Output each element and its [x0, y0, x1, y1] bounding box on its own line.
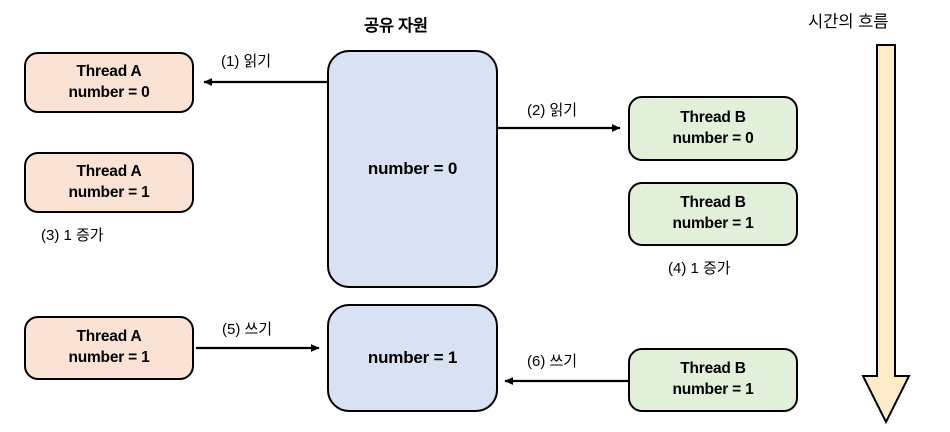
box-thread-a-write-line1: Thread A — [76, 328, 142, 346]
shared-top-value: number = 0 — [367, 158, 458, 178]
box-shared-resource-bottom[interactable]: number = 1 — [327, 304, 498, 412]
box-thread-a-read[interactable]: Thread A number = 0 — [24, 52, 194, 113]
box-thread-a-increment[interactable]: Thread A number = 1 — [24, 152, 194, 213]
box-thread-b-write-line1: Thread B — [680, 360, 746, 378]
shared-resource-title: 공유 자원 — [364, 17, 428, 35]
shared-bottom-value: number = 1 — [367, 347, 458, 367]
box-thread-b-write-line2: number = 1 — [672, 381, 754, 398]
box-thread-b-increment-line1: Thread B — [680, 194, 746, 212]
time-flow-title: 시간의 흐름 — [808, 13, 889, 31]
box-thread-a-write-line2: number = 1 — [68, 349, 150, 366]
box-thread-a-read-line2: number = 0 — [68, 83, 150, 101]
box-thread-b-write[interactable]: Thread B number = 1 — [628, 348, 798, 412]
time-flow-arrow — [861, 44, 911, 425]
step-3-label: (3) 1 증가 — [41, 227, 104, 244]
box-thread-b-read[interactable]: Thread B number = 0 — [628, 96, 798, 161]
box-thread-a-read-line1: Thread A — [76, 62, 142, 80]
box-thread-b-increment-line2: number = 1 — [672, 215, 754, 232]
step-4-label: (4) 1 증가 — [668, 260, 731, 277]
box-thread-b-increment[interactable]: Thread B number = 1 — [628, 182, 798, 246]
box-thread-b-read-line2: number = 0 — [672, 129, 754, 147]
box-thread-b-read-line1: Thread B — [680, 108, 746, 126]
box-thread-a-increment-line2: number = 1 — [68, 183, 150, 201]
step-6-label: (6) 쓰기 — [527, 353, 578, 370]
box-thread-a-write[interactable]: Thread A number = 1 — [24, 316, 194, 380]
step-5-label: (5) 쓰기 — [222, 321, 273, 338]
step-2-label: (2) 읽기 — [527, 102, 578, 119]
step-1-label: (1) 읽기 — [221, 53, 272, 70]
box-shared-resource-top[interactable]: number = 0 — [327, 50, 498, 288]
box-thread-a-increment-line1: Thread A — [76, 162, 142, 180]
